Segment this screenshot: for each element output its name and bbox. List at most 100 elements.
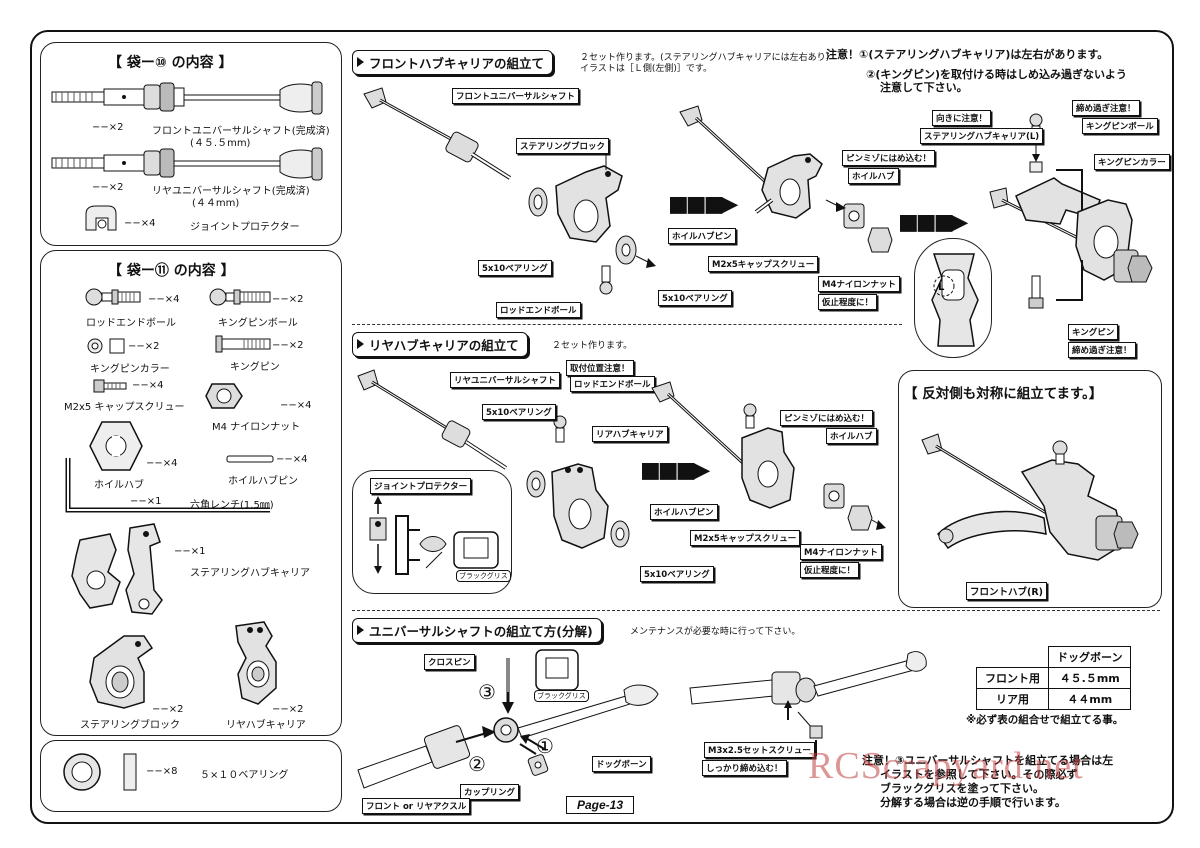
- rear-tag-carrier: リアハブキャリア: [592, 426, 668, 442]
- front-hub-r-illustration: [921, 433, 1139, 561]
- bag10-item2-name: リヤユニバーサルシャフト(完成済): [152, 186, 310, 197]
- front-tag-wheel-hub-pin: ホイルハブピン: [668, 228, 736, 244]
- front-tag-kingpin-ball: キングピンボール: [1082, 118, 1158, 134]
- rear-tag-joint-protector: ジョイントプロテクター: [370, 478, 472, 494]
- bearing-qty: −−×8: [146, 766, 178, 777]
- kingpin-collar-icon: [87, 338, 125, 354]
- bearing-icon: [63, 753, 137, 791]
- rod-end-ball-icon: [85, 288, 141, 306]
- front-tag-carrier-l: ステアリングハブキャリア(L): [920, 128, 1044, 144]
- bag10-item3-name: ジョイントプロテクター: [190, 222, 300, 233]
- dogbone-row-value: ４５.５mm: [1047, 667, 1132, 689]
- dogbone-footnote: ※必ず表の組合せで組立てる事。: [966, 714, 1124, 726]
- universal-disassembly-diagram: [357, 649, 659, 789]
- universal-tag-set-screw: M3x2.5セットスクリュー: [704, 742, 815, 758]
- bag11-item-hub-qty: −−×4: [146, 458, 178, 469]
- universal-step3: ③: [478, 680, 496, 704]
- steering-hub-carrier-illustration: [71, 523, 163, 615]
- bag11-item-capscrew-name: M2x5 キャップスクリュー: [64, 402, 185, 413]
- dogbone-row-value: ４４mm: [1047, 688, 1132, 710]
- bag11-item-rearcarrier-name: リヤハブキャリア: [226, 720, 306, 731]
- bag10-item1-sub: (４５.５mm): [190, 138, 251, 149]
- front-tag-no-overtight: 締め過ぎ注意！: [1072, 100, 1140, 116]
- universal-caution-line4: 分解する場合は逆の手順で行います。: [880, 796, 1066, 809]
- page-number: Page-13: [566, 796, 635, 814]
- front-tag-no-overtight-2: 締め過ぎ注意！: [1068, 342, 1136, 358]
- bag11-item-wrench-qty: −−×1: [130, 496, 162, 507]
- bag11-item-block-name: ステアリングブロック: [80, 720, 180, 731]
- rear-tag-cap-screw: M2x5キャップスクリュー: [690, 530, 801, 546]
- cap-screw-icon: [93, 379, 127, 393]
- opposite-side-panel: [898, 370, 1162, 608]
- rear-tag-univ: リヤユニバーサルシャフト: [450, 372, 560, 388]
- front-caution2: ②(キングピン)を取付ける時はしめ込み過ぎないよう: [866, 68, 1127, 81]
- rear-exploded-diagram: [357, 369, 630, 549]
- bag11-item-rearcarrier-qty: −−×2: [272, 704, 304, 715]
- rear-tag-temp: 仮止程度に！: [800, 562, 860, 578]
- bag11-item-hub-name: ホイルハブ: [94, 480, 144, 491]
- front-tag-wheel-hub: ホイルハブ: [848, 168, 899, 184]
- rear-universal-shaft-illustration: [51, 147, 323, 181]
- front-final-assembly: [989, 113, 1153, 309]
- bag10-item2-qty: −−×2: [92, 182, 124, 193]
- bag10-title: 【 袋ー⑩ の内容 】: [108, 55, 233, 71]
- universal-caution-line3: ブラックグリスを塗って下さい。: [880, 782, 1045, 795]
- front-caution2b: 注意して下さい。: [880, 81, 968, 94]
- front-tag-bearing-b: 5x10ベアリング: [658, 290, 732, 306]
- opposite-heading: 【 反対側も対称に組立てます。】: [904, 386, 1103, 402]
- page-frame: [30, 30, 1174, 824]
- universal-tag-tighten: しっかり締め込む！: [702, 760, 787, 776]
- rear-tag-bearing-b: 5x10ベアリング: [640, 566, 714, 582]
- bag11-item-collar-qty: −−×2: [128, 341, 160, 352]
- bag11-item-kingpin-name: キングピン: [230, 362, 280, 373]
- front-tag-pin-groove: ピンミゾにはめ込む！: [842, 150, 936, 166]
- front-tag-nylon-nut: M4ナイロンナット: [818, 276, 900, 292]
- bag11-item-carrier-name: ステアリングハブキャリア: [190, 568, 310, 579]
- bag11-item-rodend-name: ロッドエンドボール: [86, 318, 176, 329]
- bag10-item2-sub: (４４mm): [192, 198, 240, 209]
- dogbone-table-header-row: ドッグボーン: [977, 646, 1132, 668]
- section-divider-1: [352, 324, 902, 325]
- rear-black-grease-label: ブラックグリス: [456, 570, 511, 582]
- universal-tag-cross-pin: クロスピン: [424, 654, 475, 670]
- bag10-item3-qty: −−×4: [124, 218, 156, 229]
- rear-sets-note: ２セット作ります。: [552, 341, 633, 351]
- bag11-item-kingpin-qty: −−×2: [272, 340, 304, 351]
- front-sets-note2: イラストは［Ｌ側(左側)］です。: [580, 64, 712, 74]
- universal-tag-cup-ring: カップリング: [460, 784, 520, 800]
- rear-tag-pin-groove: ピンミゾにはめ込む！: [780, 410, 874, 426]
- rear-tag-wheel-hub-pin: ホイルハブピン: [650, 504, 718, 520]
- bag11-item-nut-qty: −−×4: [280, 400, 312, 411]
- bag11-item-kingpinball-name: キングピンボール: [218, 318, 298, 329]
- dogbone-table: ドッグボーン フロント用 ４５.５mm リア用 ４４mm: [976, 646, 1132, 710]
- rear-joint-detail: [369, 496, 499, 575]
- universal-section-heading: ユニバーサルシャフトの組立て方(分解): [352, 618, 602, 643]
- front-tag-kingpin-collar: キングピンカラー: [1094, 154, 1170, 170]
- universal-caution-line1: 注意！③ユニバーサルシャフトを組立てる場合は左: [862, 754, 1114, 767]
- front-tag-temp: 仮止程度に！: [818, 294, 878, 310]
- joint-protector-illustration: [85, 205, 117, 231]
- rear-section-heading: リヤハブキャリアの組立て: [352, 332, 528, 357]
- front-flow-arrow-2: ■■■▶: [898, 210, 968, 235]
- universal-step2: ②: [468, 752, 486, 776]
- front-caution1: 注意！①(ステアリングハブキャリア)は左右があります。: [826, 48, 1109, 61]
- front-tag-univ: フロントユニバーサルシャフト: [452, 88, 579, 104]
- front-sets-note: ２セット作ります。(ステアリングハブキャリアには左右あり): [580, 53, 830, 63]
- front-tag-cap-screw: M2x5キャップスクリュー: [708, 256, 819, 272]
- front-flow-arrow-1: ■■■▶: [668, 192, 738, 217]
- svg-text:L: L: [938, 282, 945, 293]
- wheel-hub-icon: [89, 421, 143, 471]
- bag11-item-kingpinball-qty: −−×2: [272, 294, 304, 305]
- dogbone-row-label: フロント用: [976, 667, 1049, 689]
- rear-tag-nylon-nut: M4ナイロンナット: [800, 544, 882, 560]
- front-tag-direction: 向きに注意！: [932, 110, 992, 126]
- bag11-item-hubpin-name: ホイルハブピン: [228, 476, 298, 487]
- front-tag-steering-block: ステアリングブロック: [516, 138, 610, 154]
- universal-black-grease-label: ブラックグリス: [534, 690, 589, 702]
- front-universal-shaft-illustration: [51, 81, 323, 115]
- dogbone-row-label: リア用: [976, 688, 1049, 710]
- universal-tag-front-rear: フロント or リヤアクスル: [362, 798, 471, 814]
- hub-pin-icon: [226, 455, 274, 463]
- steering-block-illustration: [89, 635, 154, 709]
- bag11-panel: [40, 250, 342, 736]
